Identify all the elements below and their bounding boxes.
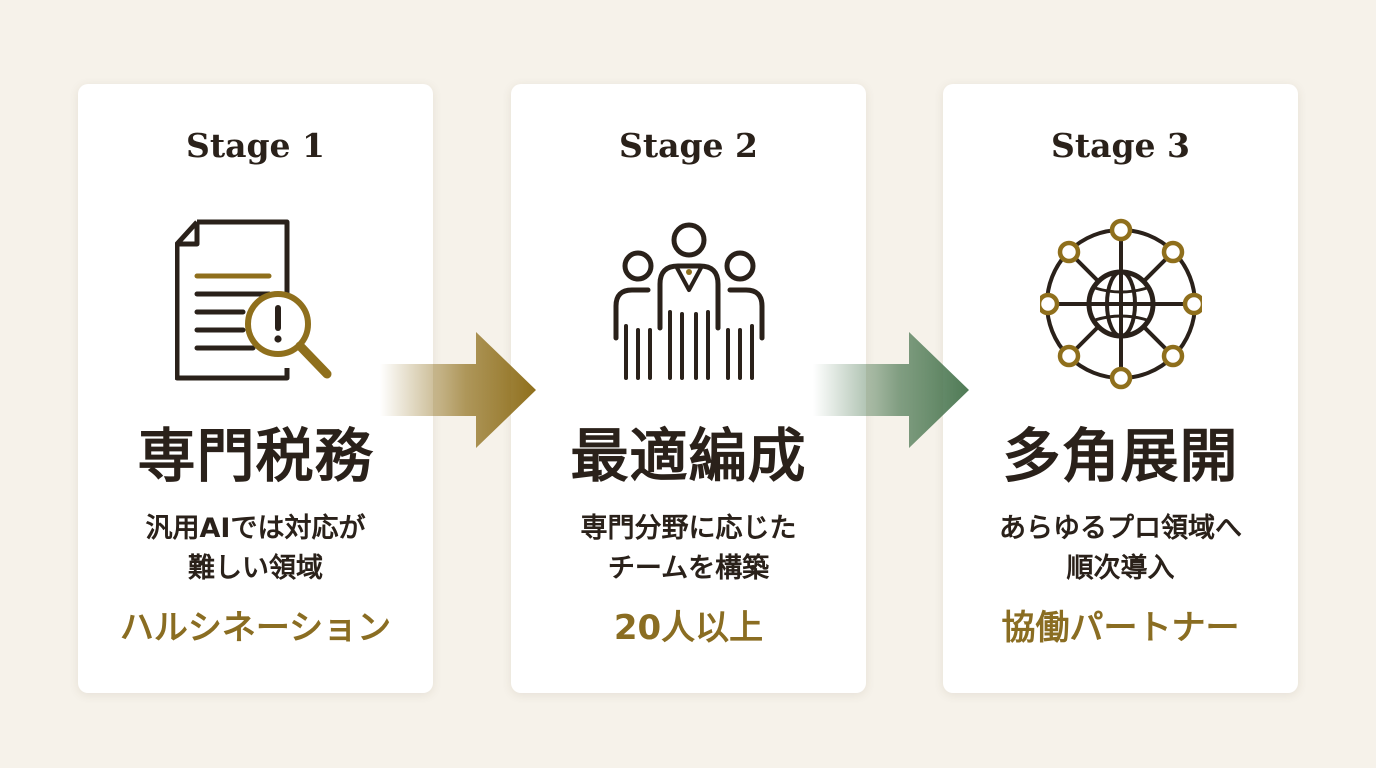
- network-globe-icon: [1040, 218, 1202, 390]
- stage-2-content: Stage 2 最適編成 専門分野に応じた チームを構築 20人以上: [511, 0, 866, 768]
- stage-description-line-1: 汎用AIでは対応が: [145, 513, 366, 544]
- stage-3-content: Stage 3 多角展開 あらゆるプロ領域へ 順次導入 協働パートナー: [943, 0, 1298, 768]
- stage-card-2: [511, 84, 866, 693]
- stage-description: 汎用AIでは対応が 難しい領域: [78, 509, 433, 589]
- stage-1-content: Stage 1 専門税務 汎用AIでは対応が 難しい領域 ハルシネーション: [78, 0, 433, 768]
- document-search-alert-icon: [175, 219, 332, 381]
- stage-title: 最適編成: [570, 422, 807, 490]
- stage-highlight: 協働パートナー: [1001, 608, 1240, 648]
- stage-description-line-2: 順次導入: [1066, 553, 1175, 584]
- stage-highlight: 20人以上: [613, 608, 764, 648]
- stage-description-line-1: あらゆるプロ領域へ: [999, 513, 1242, 544]
- stage-description: 専門分野に応じた チームを構築: [511, 509, 866, 589]
- stage-description: あらゆるプロ領域へ 順次導入: [943, 509, 1298, 589]
- flow-arrow-right-icon: [380, 332, 536, 448]
- team-people-icon: [613, 222, 765, 380]
- stage-highlight: ハルシネーション: [119, 608, 392, 648]
- stage-title: 多角展開: [1002, 422, 1239, 490]
- stage-title: 専門税務: [137, 422, 374, 490]
- stage-description-line-1: 専門分野に応じた: [580, 513, 797, 544]
- stage-label: Stage 2: [619, 126, 758, 165]
- stage-description-line-2: チームを構築: [607, 553, 770, 584]
- flow-arrow-right-icon: [813, 332, 969, 448]
- stage-card-1: [78, 84, 433, 693]
- stage-label: Stage 3: [1051, 126, 1190, 165]
- stage-description-line-2: 難しい領域: [188, 553, 323, 584]
- stage-label: Stage 1: [186, 126, 325, 165]
